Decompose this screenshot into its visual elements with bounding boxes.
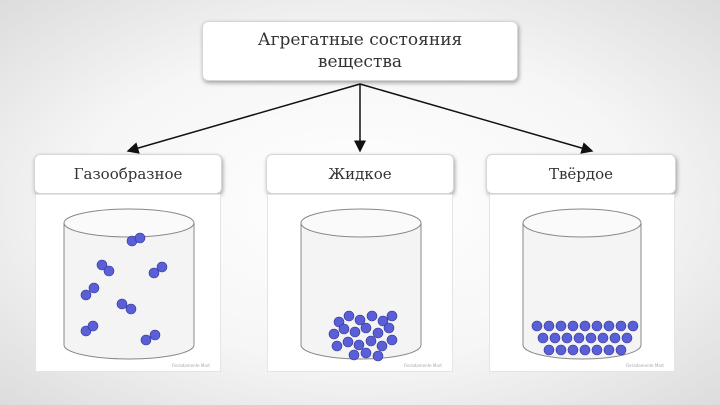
particle xyxy=(386,334,398,346)
particle xyxy=(377,315,389,327)
diagram-title-text: Агрегатные состояния вещества xyxy=(257,29,463,72)
liquid-cylinder-panel: Fieradamente Mart xyxy=(267,194,453,372)
particle xyxy=(366,310,378,322)
particle xyxy=(149,329,161,341)
particle xyxy=(349,326,361,338)
liquid-watermark: Fieradamente Mart xyxy=(404,363,442,368)
particle xyxy=(597,332,609,344)
particle xyxy=(125,303,137,315)
gas-cylinder-illustration xyxy=(63,208,195,360)
gas-cylinder-panel: Fieradamente Mart xyxy=(35,194,221,372)
state-label-gas: Газообразное xyxy=(73,165,183,183)
particle xyxy=(573,332,585,344)
solid-cylinder-illustration xyxy=(522,208,642,360)
cylinder xyxy=(63,208,195,360)
particle xyxy=(543,344,555,356)
state-label-liquid: Жидкое xyxy=(328,165,392,183)
particle xyxy=(603,344,615,356)
particle xyxy=(549,332,561,344)
particle xyxy=(603,320,615,332)
particle xyxy=(88,282,100,294)
state-box-gas: Газообразное xyxy=(34,154,222,194)
particle xyxy=(365,335,377,347)
particle xyxy=(348,349,360,361)
particle xyxy=(579,344,591,356)
particle xyxy=(543,320,555,332)
particle xyxy=(360,347,372,359)
liquid-cylinder-illustration xyxy=(300,208,422,362)
particle xyxy=(555,344,567,356)
particle xyxy=(353,339,365,351)
particle xyxy=(386,310,398,322)
particle xyxy=(591,344,603,356)
particle xyxy=(342,336,354,348)
particle xyxy=(372,350,384,362)
particle xyxy=(331,340,343,352)
particle xyxy=(338,323,350,335)
particle xyxy=(591,320,603,332)
particle xyxy=(96,259,108,271)
particle xyxy=(567,320,579,332)
particle xyxy=(627,320,639,332)
gas-particles xyxy=(80,232,168,346)
solid-cylinder-panel: Fieradamente Mart xyxy=(489,194,675,372)
particle xyxy=(579,320,591,332)
particle xyxy=(585,332,597,344)
state-box-liquid: Жидкое xyxy=(266,154,454,194)
particle xyxy=(354,314,366,326)
diagram-title: Агрегатные состояния вещества xyxy=(202,21,518,81)
particle xyxy=(615,344,627,356)
particle xyxy=(615,320,627,332)
particle xyxy=(87,320,99,332)
liquid-particles xyxy=(328,310,398,362)
particle xyxy=(621,332,633,344)
particle xyxy=(328,328,340,340)
particle xyxy=(376,340,388,352)
particle xyxy=(383,322,395,334)
solid-watermark: Fieradamente Mart xyxy=(626,363,664,368)
particle xyxy=(567,344,579,356)
particle xyxy=(103,265,115,277)
solid-particles xyxy=(531,320,639,356)
particle xyxy=(156,261,168,273)
particle xyxy=(148,267,160,279)
state-label-solid: Твёрдое xyxy=(548,165,614,183)
particle xyxy=(116,298,128,310)
gas-watermark: Fieradamente Mart xyxy=(172,363,210,368)
particle xyxy=(555,320,567,332)
arrow-to-solid xyxy=(359,83,594,154)
particle xyxy=(343,310,355,322)
particle xyxy=(372,327,384,339)
particle xyxy=(561,332,573,344)
particle xyxy=(80,289,92,301)
state-box-solid: Твёрдое xyxy=(486,154,676,194)
particle xyxy=(609,332,621,344)
particle xyxy=(134,232,146,244)
particle xyxy=(537,332,549,344)
cylinder xyxy=(300,208,422,360)
particle xyxy=(531,320,543,332)
arrow-to-gas xyxy=(126,83,361,154)
particle xyxy=(360,322,372,334)
particle xyxy=(140,334,152,346)
